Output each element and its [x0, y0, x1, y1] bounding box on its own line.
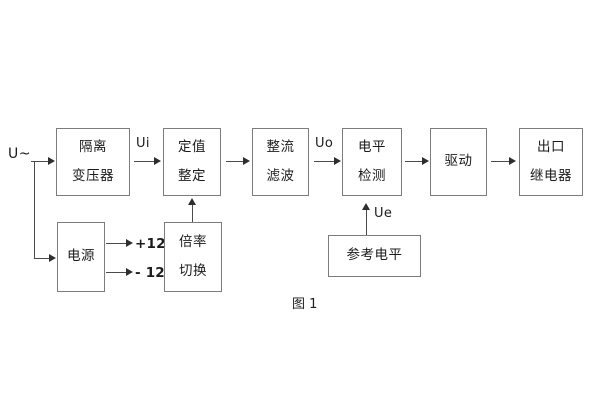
figure-caption: 图 1 [292, 297, 318, 312]
rectify-to-level-arrow [334, 157, 341, 165]
block-rectify-filter[interactable]: 整流 滤波 [252, 128, 309, 196]
block-level-detect[interactable]: 电平 检测 [342, 128, 402, 196]
block-power-supply[interactable]: 电源 [57, 222, 105, 292]
setting-to-rectify-line [226, 161, 245, 162]
branch-to-transformer-line [34, 161, 49, 162]
block-setting-value-line2: 整定 [178, 167, 206, 184]
block-output-relay[interactable]: 出口 继电器 [519, 128, 583, 196]
block-isolation-transformer-line1: 隔离 [79, 138, 107, 155]
signal-ui-label: Ui [136, 136, 150, 151]
drive-to-relay-arrow [509, 157, 516, 165]
branch-to-transformer-arrow [48, 157, 55, 165]
block-drive[interactable]: 驱动 [430, 128, 487, 196]
branch-to-power-line [34, 258, 50, 259]
block-multiplier-switch[interactable]: 倍率 切换 [164, 222, 222, 292]
signal-ue-label: Ue [374, 206, 393, 221]
block-level-detect-line1: 电平 [358, 138, 386, 155]
rail-negative-line [106, 272, 128, 273]
level-to-drive-arrow [422, 157, 429, 165]
branch-to-power-arrow [49, 254, 56, 262]
block-isolation-transformer[interactable]: 隔离 变压器 [56, 128, 130, 196]
input-branch-vertical-line [34, 161, 35, 259]
block-reference-level-line1: 参考电平 [346, 247, 403, 264]
signal-uo-label: Uo [315, 136, 334, 151]
block-multiplier-switch-line2: 切换 [179, 262, 207, 279]
reference-to-level-line [366, 209, 367, 235]
rectify-to-level-line [314, 161, 336, 162]
block-setting-value[interactable]: 定值 整定 [163, 128, 221, 196]
setting-to-rectify-arrow [243, 157, 250, 165]
block-output-relay-line1: 出口 [537, 138, 565, 155]
block-output-relay-line2: 继电器 [530, 167, 572, 184]
block-power-supply-line1: 电源 [67, 248, 95, 265]
reference-to-level-arrow [362, 203, 370, 210]
block-multiplier-switch-line1: 倍率 [179, 233, 207, 250]
block-level-detect-line2: 检测 [358, 167, 386, 184]
block-rectify-filter-line2: 滤波 [266, 167, 295, 184]
block-drive-line1: 驱动 [444, 153, 473, 170]
block-isolation-transformer-line2: 变压器 [72, 167, 114, 184]
rail-negative-arrow [126, 268, 133, 276]
rail-positive-arrow [126, 239, 133, 247]
block-setting-value-line1: 定值 [178, 138, 206, 155]
block-rectify-filter-line1: 整流 [266, 138, 295, 155]
multiplier-to-setting-arrow [188, 198, 196, 205]
input-source-label: U~ [8, 146, 31, 162]
block-reference-level[interactable]: 参考电平 [328, 235, 421, 277]
transformer-to-setting-line [134, 161, 156, 162]
multiplier-to-setting-line [192, 203, 193, 222]
level-to-drive-line [405, 161, 424, 162]
drive-to-relay-line [491, 161, 511, 162]
transformer-to-setting-arrow [154, 157, 161, 165]
rail-positive-line [106, 243, 128, 244]
